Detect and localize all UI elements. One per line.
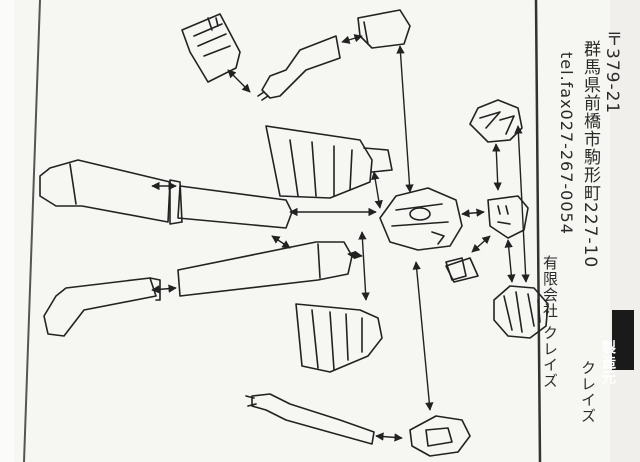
stamp-label: 製造元 <box>600 340 616 385</box>
upper-leg-left-part <box>177 241 353 297</box>
lower-leg-right-part <box>39 159 171 223</box>
assembly-arrows <box>151 34 530 442</box>
paper-edge <box>0 0 14 462</box>
margin-strip <box>610 0 640 462</box>
stamp-name: クレイズ <box>579 360 597 424</box>
postal-code: 〒379-21 <box>602 30 622 115</box>
street-address: 群馬県前橋市駒形町227-10 <box>580 40 600 269</box>
upper-leg-right-part <box>169 179 293 229</box>
upper-arm-left-part <box>409 415 471 457</box>
forearm-right-part <box>257 35 341 101</box>
stamp-ribbon <box>612 310 634 370</box>
left-border-line <box>23 0 41 462</box>
right-border-line <box>534 0 542 462</box>
skirt-back-part <box>265 125 393 199</box>
torso-part <box>379 187 463 251</box>
hair-front-part <box>469 99 523 143</box>
skirt-front-part <box>295 303 383 373</box>
hair-part <box>493 285 549 339</box>
bag-part <box>181 13 241 83</box>
forearm-left-part <box>245 393 375 445</box>
company-name: 有限会社 クレイズ <box>541 255 559 389</box>
small-joint-part <box>445 257 479 283</box>
tel-fax: tel.fax027-267-0054 <box>557 52 576 235</box>
